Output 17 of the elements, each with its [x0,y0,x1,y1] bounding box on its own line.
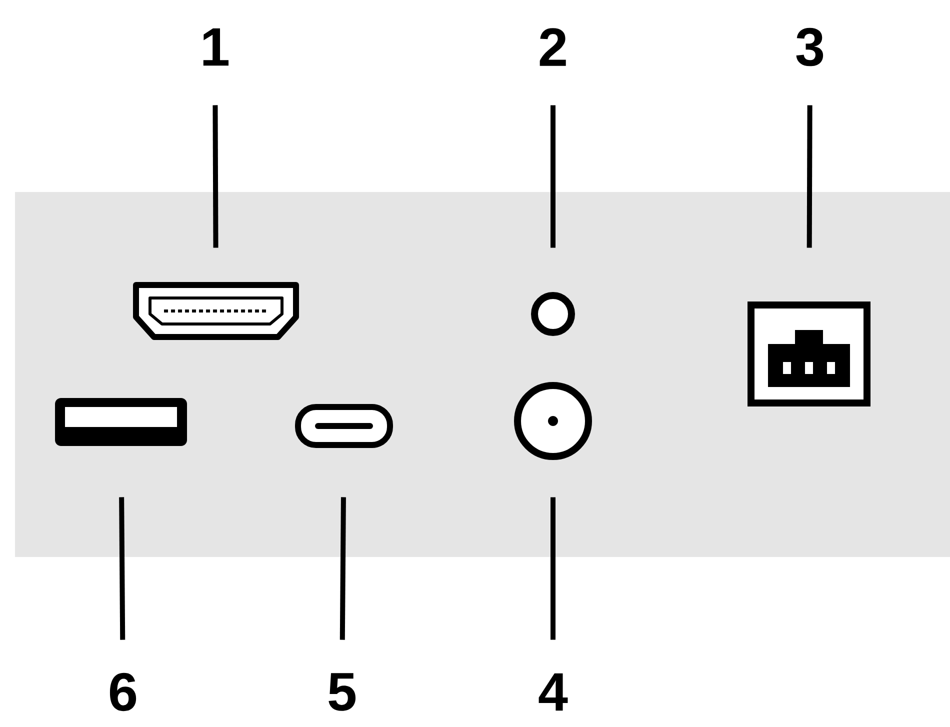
callout-number: 3 [796,28,824,66]
callout-number: 4 [538,673,568,711]
leader-line [212,105,218,248]
leader-line [119,497,126,640]
callout-number: 5 [328,673,356,711]
callout-number: 6 [110,672,136,712]
leader-line [550,105,556,248]
ethernet-port-icon [748,302,870,406]
leader-line [550,497,556,640]
callout-number: 2 [540,28,566,66]
hdmi-port-icon [133,282,299,340]
callout-number: 1 [203,28,229,66]
audio-jack-icon [531,292,575,336]
leader-line [806,105,812,248]
usb-port-icon [55,398,187,446]
leader-line [340,497,346,640]
usb-c-port-icon [295,404,393,448]
